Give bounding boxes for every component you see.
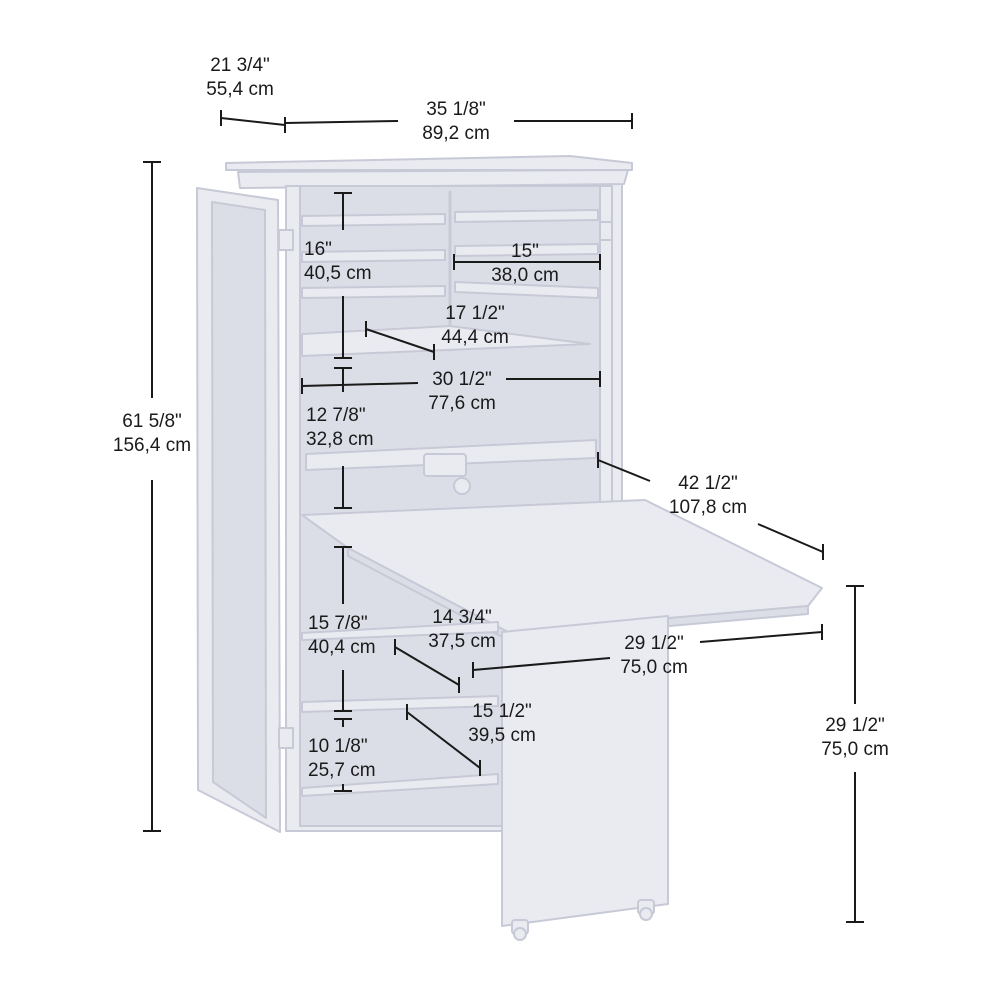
- depth-imperial: 21 3/4": [210, 55, 270, 76]
- desk-width-imperial: 29 1/2": [624, 633, 684, 654]
- desk-width-line-left: [472, 657, 611, 671]
- width-line-left: [284, 120, 399, 124]
- left-door-panel: [211, 201, 267, 819]
- dimension-lines: [143, 110, 864, 923]
- lower-opening-height-imperial: 15 7/8": [308, 613, 368, 634]
- desk-extended-depth-imperial: 42 1/2": [678, 473, 738, 494]
- bottom-shelf-depth-imperial: 15 1/2": [472, 701, 532, 722]
- outlet-ring: [453, 477, 471, 495]
- desk-width-label: 29 1/2" 75,0 cm: [600, 632, 708, 680]
- desk-width-line-right: [699, 631, 823, 643]
- upper-shelf-2: [301, 249, 446, 263]
- bottom-shelf-depth-label: 15 1/2" 39,5 cm: [448, 700, 556, 748]
- upper-cubby-height-metric: 40,5 cm: [304, 263, 372, 284]
- upper-cubby-width-imperial: 15": [511, 241, 539, 262]
- hutch-opening-height-metric: 32,8 cm: [306, 429, 374, 450]
- upper-shelf-depth-label: 17 1/2" 44,4 cm: [420, 302, 530, 350]
- depth-metric: 55,4 cm: [206, 79, 274, 100]
- lower-opening-height-metric: 40,4 cm: [308, 637, 376, 658]
- power-outlet: [423, 453, 467, 477]
- desk-width-metric: 75,0 cm: [620, 657, 688, 678]
- bottom-depth-line: [406, 711, 481, 769]
- upper-shelf-4: [454, 209, 599, 223]
- upper-cubby-height-label: 16" 40,5 cm: [304, 238, 404, 286]
- upper-shelf-6: [454, 281, 599, 299]
- bottom-shelf-depth-metric: 39,5 cm: [468, 725, 536, 746]
- upper-shelf-1: [301, 213, 446, 227]
- caster-wheel-left: [513, 927, 527, 941]
- width-metric: 89,2 cm: [422, 123, 490, 144]
- interior-width-label: 30 1/2" 77,6 cm: [408, 368, 516, 416]
- hutch-opening-height-imperial: 12 7/8": [306, 405, 366, 426]
- lower-opening-height-label: 15 7/8" 40,4 cm: [308, 612, 408, 660]
- depth-label: 21 3/4" 55,4 cm: [190, 54, 290, 102]
- hinge-top-right: [599, 221, 613, 241]
- lower-shelf-depth-imperial: 14 3/4": [432, 607, 492, 628]
- height-imperial: 61 5/8": [122, 411, 182, 432]
- desk-height-metric: 75,0 cm: [821, 739, 889, 760]
- width-label: 35 1/8" 89,2 cm: [398, 98, 514, 146]
- lower-shelf-depth-metric: 37,5 cm: [428, 631, 496, 652]
- desk-depth-line-bottom: [757, 523, 824, 553]
- hinge-bottom-left: [278, 727, 294, 749]
- upper-shelf-3: [301, 285, 446, 299]
- lower-shelf-1: [301, 621, 499, 641]
- angled-shelf: [301, 325, 591, 357]
- lower-shelf-2: [301, 695, 499, 713]
- shelf-depth-line: [365, 328, 435, 353]
- upper-cubby-width-metric: 38,0 cm: [491, 265, 559, 286]
- lower-depth-line: [394, 646, 460, 686]
- desk-height-label: 29 1/2" 75,0 cm: [800, 714, 910, 762]
- bottom-opening-height-metric: 25,7 cm: [308, 760, 376, 781]
- upper-shelf-depth-imperial: 17 1/2": [445, 303, 505, 324]
- width-imperial: 35 1/8": [426, 99, 486, 120]
- hinge-top-left: [278, 229, 294, 251]
- desk-leg: [501, 615, 669, 927]
- lower-shelf-depth-label: 14 3/4" 37,5 cm: [408, 606, 516, 654]
- crown-molding: [237, 169, 629, 189]
- interior-width-imperial: 30 1/2": [432, 369, 492, 390]
- height-metric: 156,4 cm: [112, 435, 192, 456]
- hutch-opening-height-label: 12 7/8" 32,8 cm: [306, 404, 416, 452]
- upper-cubby-width-label: 15" 38,0 cm: [470, 240, 580, 288]
- bottom-opening-height-label: 10 1/8" 25,7 cm: [308, 735, 408, 783]
- desk-depth-line-top: [597, 459, 651, 482]
- desk-extended-depth-metric: 107,8 cm: [668, 497, 748, 518]
- interior-width-line-left: [301, 382, 419, 387]
- bottom-opening-height-imperial: 10 1/8": [308, 736, 368, 757]
- interior-width-metric: 77,6 cm: [428, 393, 496, 414]
- upper-cubby-height-imperial: 16": [304, 239, 332, 260]
- height-label: 61 5/8" 156,4 cm: [96, 410, 208, 458]
- upper-shelf-5: [454, 243, 599, 257]
- desk-extended-depth-label: 42 1/2" 107,8 cm: [652, 472, 764, 520]
- desk-height-imperial: 29 1/2": [825, 715, 885, 736]
- upper-shelf-depth-metric: 44,4 cm: [441, 327, 509, 348]
- depth-line: [220, 117, 286, 126]
- caster-wheel-right: [639, 907, 653, 921]
- crown-top: [225, 155, 633, 171]
